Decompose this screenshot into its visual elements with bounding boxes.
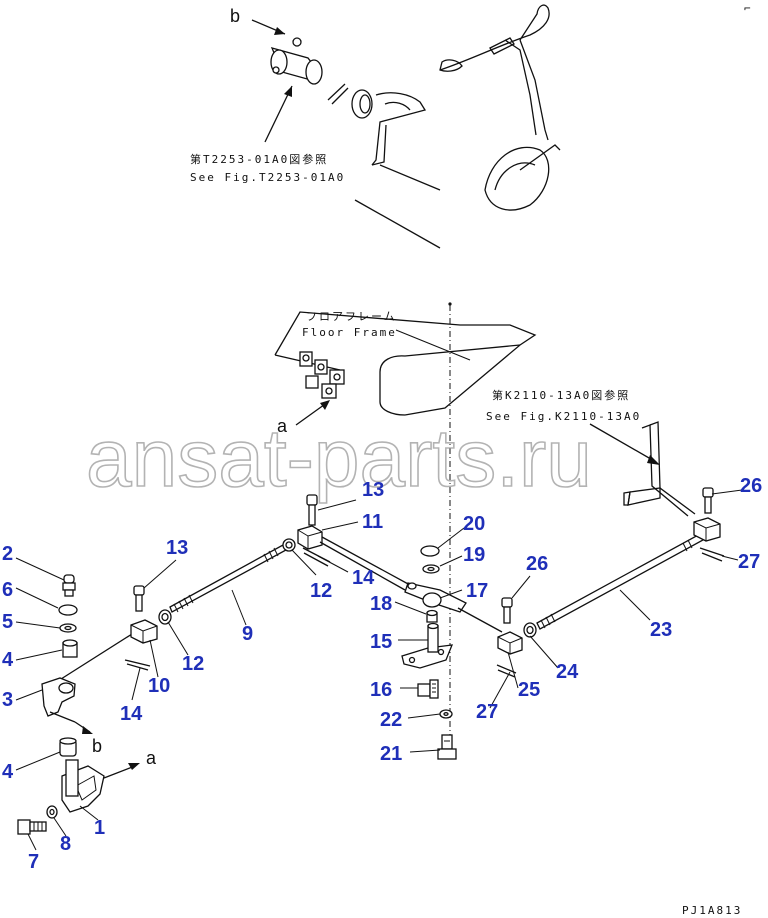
callout-26-middle: 26 [526,553,548,575]
pointer-a-top: a [277,400,330,436]
callout-21: 21 [380,743,402,765]
callout-13-lower: 13 [166,537,188,559]
leader-lines [15,489,743,851]
link-pin-top [327,83,349,105]
callout-23: 23 [650,619,672,641]
block-11 [297,525,323,550]
callout-2: 2 [2,543,13,565]
callout-14-upper: 14 [352,567,375,589]
pedal-base-1 [59,737,140,813]
center-mark [448,302,452,306]
callout-6: 6 [2,579,13,601]
ref-top-en: See Fig.T2253-01A0 [190,171,345,184]
link-10-3 [49,633,133,687]
callout-4-upper: 4 [2,649,14,671]
block-25 [497,631,523,655]
callout-13-upper: 13 [362,479,384,501]
lever-3 [41,677,76,723]
washer-19 [422,564,440,574]
callout-14-lower: 14 [120,703,143,725]
bolt-7 [17,819,47,835]
pointer-b-top-label: b [230,6,240,26]
callout-18: 18 [370,593,392,615]
fitting-16 [417,679,439,699]
callout-5: 5 [2,611,13,633]
washer-8 [46,805,58,819]
washer-5 [59,623,77,633]
ref-leader-top [264,85,293,143]
pin-14a [124,659,151,671]
callout-11: 11 [362,511,383,533]
link-17-25 [457,607,503,633]
callout-1: 1 [94,817,105,839]
block-10 [130,619,158,644]
cab-body-outline [354,4,561,249]
washer-22 [439,709,453,719]
part-numbers: 2 6 5 4 3 4 7 8 1 13 10 14 12 9 13 11 12… [2,475,762,873]
ref-right-leader [589,423,660,465]
callout-9: 9 [242,623,253,645]
pointer-b-top: b [230,6,286,35]
callout-12-lower: 12 [182,653,204,675]
pointer-a-bottom-label: a [146,748,157,768]
bolt-21 [437,734,457,760]
floor-frame [274,311,537,416]
bracket-15 [401,622,454,669]
callout-22: 22 [380,709,402,731]
floor-label-en: Floor Frame [302,326,397,339]
floor-bracket [299,351,345,399]
corner-mark: ⌐ [744,2,753,15]
bolt-13a [133,585,145,612]
pointer-a-top-label: a [277,416,288,436]
callout-16: 16 [370,679,392,701]
ref-top-jp: 第T2253-01A0図参照 [190,152,328,166]
pedal-lever-right [623,421,696,517]
callout-24: 24 [556,661,579,683]
callout-17: 17 [466,580,488,602]
pin-27a [496,664,517,678]
callout-7: 7 [28,851,39,873]
callout-12-upper: 12 [310,580,332,602]
ref-right-en: See Fig.K2110-13A0 [486,410,641,423]
block-right [693,517,721,542]
bushing-18 [426,609,438,623]
callout-10: 10 [148,675,170,697]
rod-23 [536,533,704,630]
nut-12a [158,609,172,625]
pointer-b-bottom: b [74,721,102,756]
callout-25: 25 [518,679,540,701]
pin-27b [699,547,725,562]
floor-label-jp: フロアフレーム [306,310,397,323]
pin-14b [302,547,331,567]
bushing-top [351,89,373,119]
callout-26-right: 26 [740,475,762,497]
link-11-17 [321,536,411,586]
callout-4-lower: 4 [2,761,14,783]
nut-24 [523,622,537,638]
callout-15: 15 [370,631,392,653]
shaft-b-top [270,37,323,85]
callout-27-middle: 27 [476,701,498,723]
bolt-26a [501,597,513,624]
ref-right-jp: 第K2110-13A0図参照 [492,388,630,402]
watermark: ansat-parts.ru [86,413,592,504]
bolt-26b [702,487,714,514]
nut-12b [282,538,296,552]
pointer-b-bottom-label: b [92,736,102,756]
snap-ring-20 [420,545,440,557]
callout-27-right: 27 [738,551,760,573]
callout-20: 20 [463,513,485,535]
callout-8: 8 [60,833,71,855]
lever-17 [404,582,467,613]
bolt-13b [306,494,318,526]
callout-19: 19 [463,544,485,566]
bushing-4a [62,639,78,658]
drawing-code: PJ1A813 [682,904,742,917]
fitting-2 [62,574,76,597]
floor-leader [395,329,471,361]
callout-3: 3 [2,689,13,711]
o-ring-6 [58,604,78,616]
